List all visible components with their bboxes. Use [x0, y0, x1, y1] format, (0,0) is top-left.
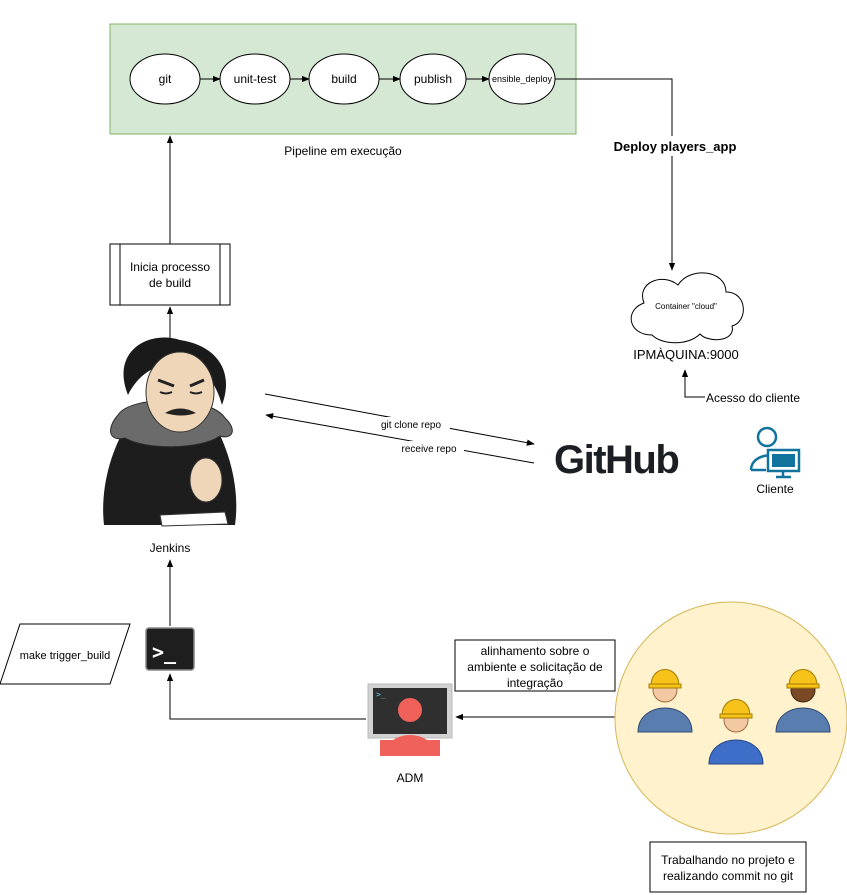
alignment-note: alinhamento sobre o ambiente e solicitaç…	[454, 639, 616, 692]
build-box-line2: de build	[149, 276, 191, 290]
pipeline-stage-build[interactable]: build	[308, 53, 380, 105]
stage-label: ensible_deploy	[492, 74, 553, 84]
client-label: Cliente	[756, 482, 794, 496]
adm-label: ADM	[397, 771, 424, 785]
trigger-parallelogram[interactable]: make trigger_build	[0, 623, 131, 685]
pipeline-container: git unit-test build publish ensible_depl…	[109, 23, 577, 135]
pipeline-stage-publish[interactable]: publish	[399, 53, 467, 105]
terminal-prompt: >_	[152, 640, 177, 664]
svg-text:>_: >_	[376, 690, 386, 699]
team-note-line1: Trabalhando no projeto e	[661, 853, 795, 867]
trigger-label: make trigger_build	[20, 650, 111, 662]
stage-label: unit-test	[234, 72, 277, 86]
adm-user-icon: >_	[367, 683, 453, 756]
receive-repo-label: receive repo	[401, 444, 456, 455]
worker-icon	[708, 699, 764, 765]
alignment-line2: ambiente e solicitação de	[467, 660, 603, 674]
worker-icon	[775, 669, 831, 733]
github-logo[interactable]: GitHub	[554, 438, 680, 482]
cloud-shape[interactable]: Container "cloud"	[630, 272, 744, 344]
alignment-line1: alinhamento sobre o	[481, 644, 590, 658]
pipeline-caption: Pipeline em execução	[284, 144, 402, 158]
git-clone-label: git clone repo	[381, 420, 441, 431]
alignment-line3: integração	[507, 676, 563, 690]
build-box-line1: Inicia processo	[130, 260, 210, 274]
client-user-icon	[749, 426, 801, 479]
stage-label: build	[331, 72, 356, 86]
pipeline-stage-ensible-deploy[interactable]: ensible_deploy	[488, 53, 556, 105]
cloud-address: IPMÀQUINA:9000	[633, 347, 739, 362]
worker-icon	[637, 669, 693, 733]
client-access-arrow	[681, 369, 705, 398]
pipeline-stage-git[interactable]: git	[129, 53, 201, 105]
deploy-label: Deploy players_app	[614, 139, 737, 154]
team-note-line2: realizando commit no git	[663, 869, 794, 883]
build-process-box[interactable]: Inicia processo de build	[109, 243, 231, 306]
deploy-connector	[555, 78, 676, 271]
stage-label: publish	[414, 72, 452, 86]
team-note: Trabalhando no projeto e realizando comm…	[649, 841, 807, 893]
cloud-label: Container "cloud"	[655, 302, 717, 311]
client-access-label: Acesso do cliente	[706, 391, 800, 405]
jenkins-label: Jenkins	[150, 541, 191, 555]
jenkins-butler-icon	[103, 337, 237, 527]
pipeline-stage-unit-test[interactable]: unit-test	[219, 53, 291, 105]
receive-repo-arrow	[265, 413, 535, 464]
stage-label: git	[159, 72, 172, 86]
terminal-icon[interactable]: >_	[145, 627, 195, 671]
adm-to-terminal-arrow	[166, 673, 366, 720]
